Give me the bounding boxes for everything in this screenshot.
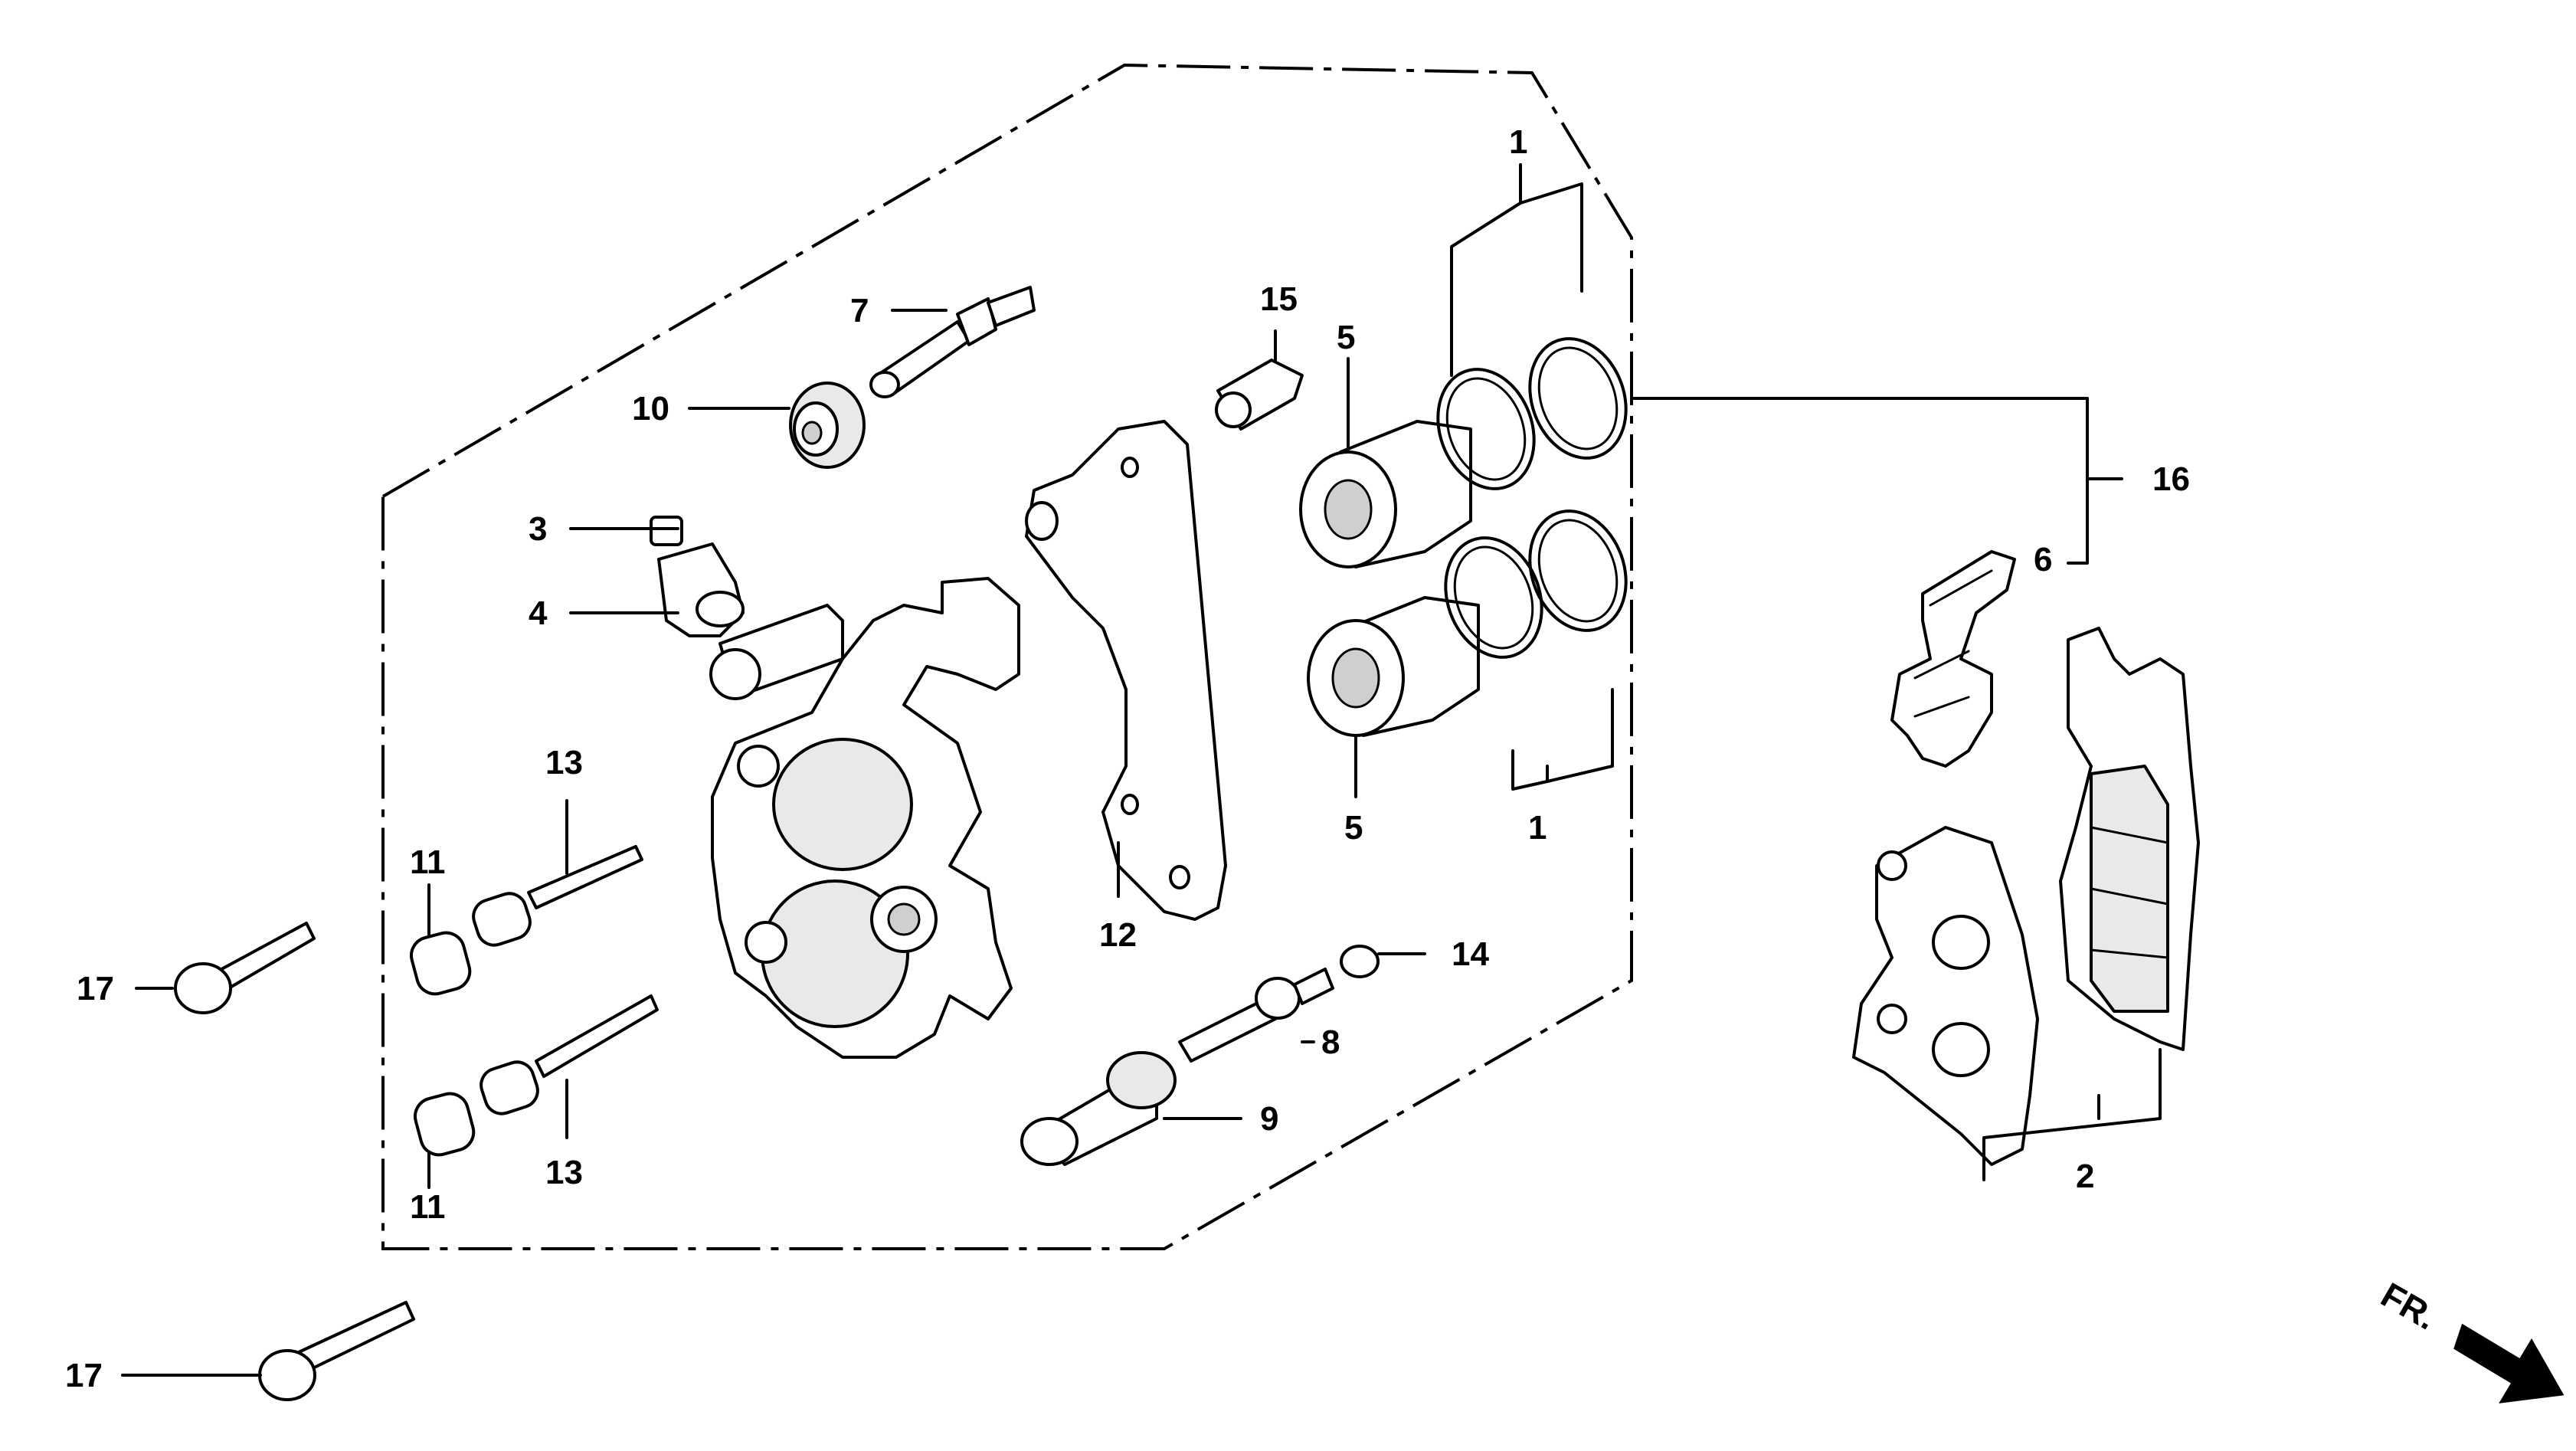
label-13-bottom: 13 (545, 1154, 583, 1191)
assembly-outline (381, 63, 1633, 1250)
front-arrow-icon (2453, 1323, 2565, 1404)
pad-spring (1890, 550, 2016, 768)
bolt-17-lower (258, 1301, 415, 1401)
leader-lines (121, 163, 2162, 1377)
bolt-17-upper (174, 922, 316, 1014)
slide-pin-7 (869, 286, 1036, 398)
front-direction-indicator: FR. (2375, 1275, 2565, 1404)
label-16: 16 (2152, 460, 2190, 498)
label-15: 15 (1260, 280, 1298, 318)
callout-labels: 1 1 2 3 4 5 5 6 7 8 9 10 11 11 12 13 13 … (65, 123, 2190, 1394)
clip-14 (1340, 945, 1380, 978)
piston-upper (1299, 420, 1472, 568)
label-11-bottom: 11 (410, 1188, 446, 1226)
caliper-body (709, 577, 1020, 1059)
direction-label: FR. (2375, 1275, 2443, 1338)
boot-10 (789, 382, 866, 469)
label-11-top: 11 (410, 843, 446, 881)
spring-11-upper (410, 931, 472, 996)
label-13-top: 13 (545, 744, 583, 781)
piston-lower (1307, 596, 1480, 737)
bleeder-3-4 (650, 516, 745, 637)
brake-pad-left (1852, 826, 2039, 1166)
label-1-top: 1 (1509, 123, 1527, 161)
label-17-bottom: 17 (65, 1357, 103, 1394)
label-12: 12 (1099, 916, 1137, 954)
label-8: 8 (1321, 1024, 1340, 1061)
label-5-bottom: 5 (1344, 809, 1363, 847)
label-7: 7 (850, 292, 869, 329)
bolt-9 (1020, 1051, 1177, 1166)
label-3: 3 (529, 510, 547, 548)
label-1-bottom: 1 (1528, 809, 1547, 847)
cap-15 (1215, 359, 1304, 431)
label-2: 2 (2076, 1158, 2094, 1195)
spring-11-lower (414, 1092, 476, 1157)
brake-pad-right (2059, 627, 2200, 1051)
label-4: 4 (529, 594, 548, 632)
label-17-top: 17 (77, 970, 114, 1007)
label-6: 6 (2034, 541, 2052, 578)
pin-13-lower (480, 994, 659, 1115)
label-9: 9 (1260, 1100, 1278, 1138)
pin-8 (1178, 968, 1334, 1063)
piston-seals (1436, 337, 1628, 659)
label-5-top: 5 (1337, 319, 1355, 356)
label-10: 10 (632, 390, 669, 427)
label-14: 14 (1452, 935, 1489, 973)
caliper-bracket (1025, 420, 1227, 921)
pin-13-upper (472, 845, 643, 947)
